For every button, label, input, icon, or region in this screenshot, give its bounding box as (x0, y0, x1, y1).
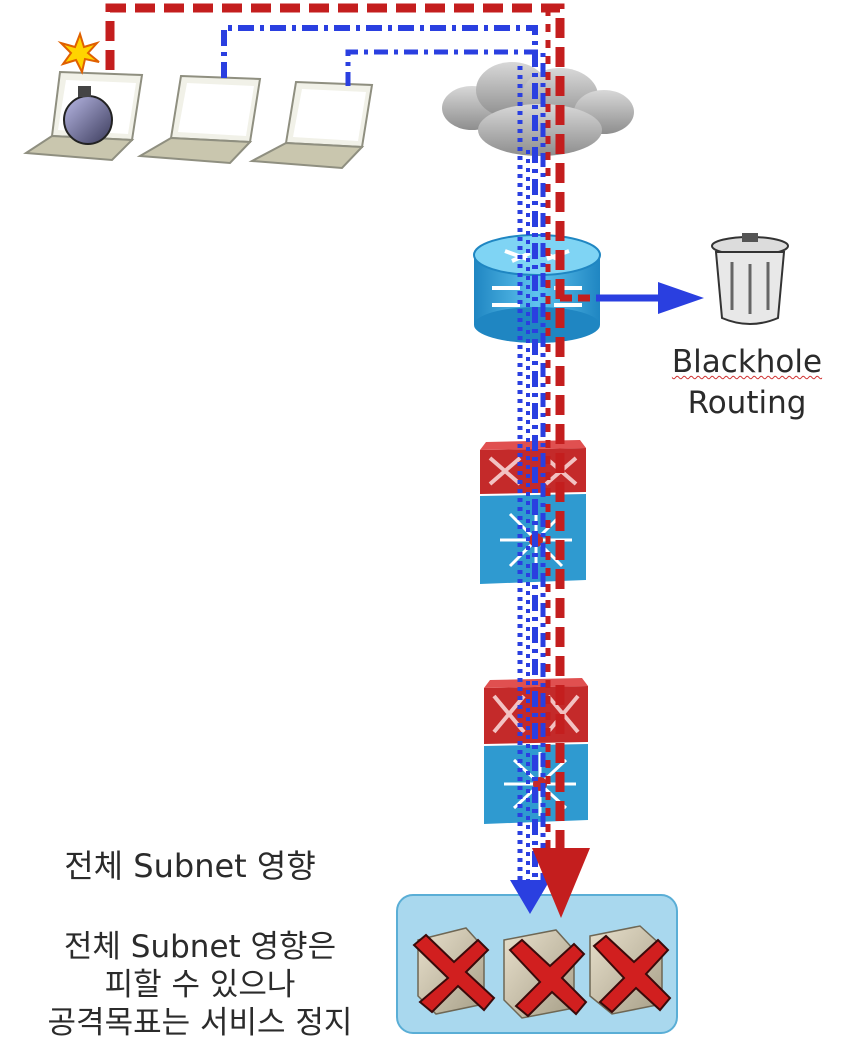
internet-cloud-icon (442, 62, 634, 156)
attack-traffic-arrow (532, 848, 590, 918)
attacker-laptop-icon (23, 30, 144, 162)
impact-note-line2: 피할 수 있으나 (104, 967, 296, 1003)
impact-note-line3: 공격목표는 서비스 정지 (47, 1005, 353, 1041)
trash-can-icon (711, 233, 789, 325)
subnet-impact-label: 전체 Subnet 영향 (64, 847, 316, 885)
server-failed-icon (589, 925, 672, 1015)
client-laptop-icon (136, 74, 262, 165)
client-laptop-icon (248, 80, 374, 170)
blackhole-arrow (658, 282, 704, 314)
normal-traffic-arrow (510, 880, 550, 914)
normal-traffic-path (221, 25, 664, 885)
blackhole-label-line2: Routing (687, 385, 807, 421)
server-failed-icon (412, 927, 496, 1015)
server-failed-icon (503, 929, 588, 1019)
impact-note-line1: 전체 Subnet 영향은 (63, 929, 337, 965)
blackhole-routing-label: Blackhole Routing (652, 342, 842, 424)
impact-note: 전체 Subnet 영향은 피할 수 있으나 공격목표는 서비스 정지 (0, 928, 400, 1042)
blackhole-label-line1: Blackhole (671, 344, 823, 380)
